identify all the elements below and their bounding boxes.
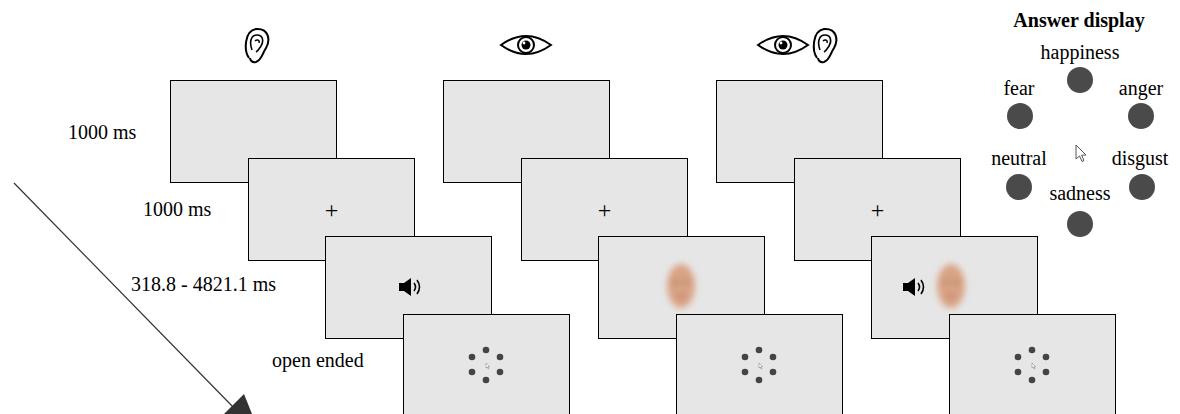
face-stimulus: [937, 264, 965, 308]
eye-icon: [501, 36, 551, 54]
fixation-screen: +: [521, 158, 688, 261]
fixation-cross: +: [871, 198, 885, 222]
fixation-cross: +: [598, 198, 612, 222]
duration-label: 1000 ms: [143, 198, 211, 221]
ear-icon: [814, 29, 836, 62]
duration-label: 318.8 - 4821.1 ms: [131, 273, 276, 296]
face-stimulus: [667, 264, 695, 308]
mini-answer-display: [1015, 347, 1050, 384]
fixation-screen: +: [248, 158, 415, 261]
emotion-label: anger: [1119, 77, 1163, 100]
speaker-icon: [399, 278, 420, 296]
mini-answer-display: [742, 347, 777, 384]
eye-icon: [758, 36, 808, 54]
duration-label: open ended: [272, 349, 364, 372]
answer-screen: [950, 315, 1116, 414]
emotion-label: happiness: [1041, 41, 1120, 64]
emotion-label: neutral: [991, 147, 1047, 170]
answer-screen: [404, 315, 570, 414]
fixation-screen: +: [794, 158, 961, 261]
duration-label: 1000 ms: [68, 121, 136, 144]
ear-icon: [246, 29, 268, 62]
time-arrow: [14, 183, 256, 414]
emotion-label: sadness: [1049, 182, 1110, 205]
mini-answer-display: [469, 347, 504, 384]
emotion-label: disgust: [1112, 147, 1169, 170]
cursor-icon: [1076, 145, 1086, 162]
speaker-icon: [903, 278, 924, 296]
answer-screen: [677, 315, 843, 414]
panel-title: Answer display: [1013, 9, 1144, 32]
fixation-cross: +: [325, 198, 339, 222]
emotion-label: fear: [1003, 77, 1034, 100]
